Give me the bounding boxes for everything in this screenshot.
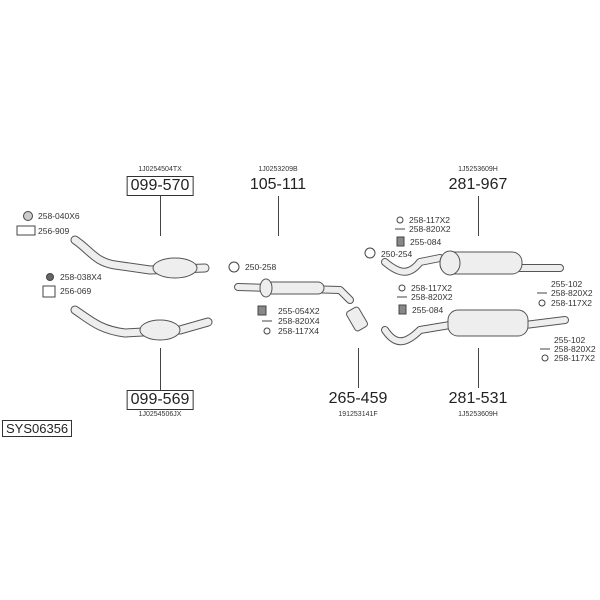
diagram-id: SYS06356 bbox=[2, 420, 73, 437]
rear-muffler-2 bbox=[447, 309, 529, 337]
ring-icon bbox=[396, 216, 404, 224]
catalyst-1 bbox=[152, 257, 198, 279]
part-number[interactable]: 281-967 bbox=[448, 176, 508, 193]
clamp-icon bbox=[364, 247, 376, 259]
leader-line bbox=[160, 348, 161, 390]
fitting-label[interactable]: 258-820X4 bbox=[278, 316, 320, 326]
leader-line bbox=[478, 196, 479, 236]
bracket-icon bbox=[257, 305, 267, 316]
ring-icon bbox=[398, 284, 406, 292]
fitting-label[interactable]: 258-820X2 bbox=[554, 344, 596, 354]
fitting-label[interactable]: 258-117X2 bbox=[554, 353, 595, 363]
ring-icon bbox=[541, 354, 549, 362]
leader-line bbox=[358, 348, 359, 388]
fitting-label[interactable]: 256-069 bbox=[60, 286, 92, 296]
gasket-icon bbox=[42, 285, 56, 298]
fitting-label[interactable]: 250-258 bbox=[245, 262, 277, 272]
part-number[interactable]: 105-111 bbox=[249, 176, 307, 193]
fitting-label[interactable]: 258-117X2 bbox=[551, 298, 592, 308]
gasket-icon bbox=[16, 225, 36, 236]
oe-number: 1J0254506JX bbox=[138, 411, 182, 418]
fitting-label[interactable]: 255-084 bbox=[410, 237, 442, 247]
fitting-label[interactable]: 258-820X2 bbox=[411, 292, 453, 302]
oe-number: 1J0254504TX bbox=[138, 166, 182, 173]
fitting-label[interactable]: 255-102 bbox=[551, 279, 583, 289]
fitting-label[interactable]: 258-117X2 bbox=[409, 215, 450, 225]
fitting-label[interactable]: 258-117X4 bbox=[278, 326, 319, 336]
fitting-label[interactable]: 255-102 bbox=[554, 335, 586, 345]
leader-line bbox=[160, 196, 161, 236]
nut-icon bbox=[46, 273, 54, 281]
fitting-label[interactable]: 258-040X6 bbox=[38, 211, 80, 221]
nut-icon bbox=[23, 211, 33, 221]
fitting-label[interactable]: 258-117X2 bbox=[411, 283, 452, 293]
fitting-label[interactable]: 256-909 bbox=[38, 226, 70, 236]
leader-line bbox=[478, 348, 479, 388]
part-number[interactable]: 265-459 bbox=[328, 390, 388, 407]
leader-line bbox=[278, 196, 279, 236]
oe-number: 191253141F bbox=[338, 411, 378, 418]
fitting-label[interactable]: 258-038X4 bbox=[60, 272, 102, 282]
oe-number: 1J5253609H bbox=[458, 411, 498, 418]
catalyst-2 bbox=[139, 319, 181, 341]
oe-number: 1J0253209B bbox=[258, 166, 298, 173]
connector-clamp bbox=[346, 306, 368, 332]
oe-number: 1J5253609H bbox=[458, 166, 498, 173]
bracket-icon bbox=[396, 236, 405, 247]
part-number[interactable]: 099-569 bbox=[126, 390, 194, 410]
fitting-label[interactable]: 250-254 bbox=[381, 249, 413, 259]
clamp-icon bbox=[228, 261, 240, 273]
fitting-label[interactable]: 258-820X2 bbox=[409, 224, 451, 234]
fitting-label[interactable]: 255-084 bbox=[412, 305, 444, 315]
fitting-label[interactable]: 258-820X2 bbox=[551, 288, 593, 298]
part-number[interactable]: 281-531 bbox=[448, 390, 508, 407]
fitting-label[interactable]: 255-054X2 bbox=[278, 306, 320, 316]
ring-icon bbox=[263, 327, 271, 335]
bracket-icon bbox=[398, 304, 407, 315]
part-number[interactable]: 099-570 bbox=[126, 176, 194, 196]
ring-icon bbox=[538, 299, 546, 307]
